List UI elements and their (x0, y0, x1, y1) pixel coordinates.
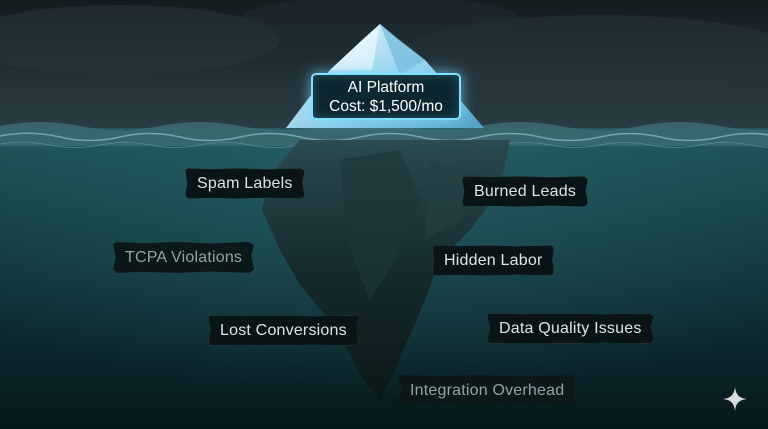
tcpa-violations-tag: TCPA Violations (113, 242, 255, 273)
sparkle-icon (723, 387, 747, 411)
ai-platform-cost: Cost: $1,500/mo (329, 98, 443, 115)
ai-platform-title: AI Platform (347, 79, 425, 96)
cloud (400, 15, 768, 95)
burned-leads-tag: Burned Leads (462, 176, 589, 207)
wave-line (0, 132, 768, 142)
ice-highlight (330, 24, 380, 70)
iceberg-facet (340, 150, 420, 300)
integration-overhead-tag: Integration Overhead (398, 375, 577, 406)
ice-shadow (380, 24, 425, 75)
data-quality-issues-tag: Data Quality Issues (487, 313, 654, 344)
hidden-labor-tag: Hidden Labor (432, 245, 555, 276)
cloud (240, 0, 520, 45)
cloud (0, 5, 280, 75)
ai-platform-cost-card: AI Platform Cost: $1,500/mo (311, 73, 461, 120)
lost-conversions-tag: Lost Conversions (208, 315, 359, 346)
spam-labels-tag: Spam Labels (185, 168, 305, 199)
